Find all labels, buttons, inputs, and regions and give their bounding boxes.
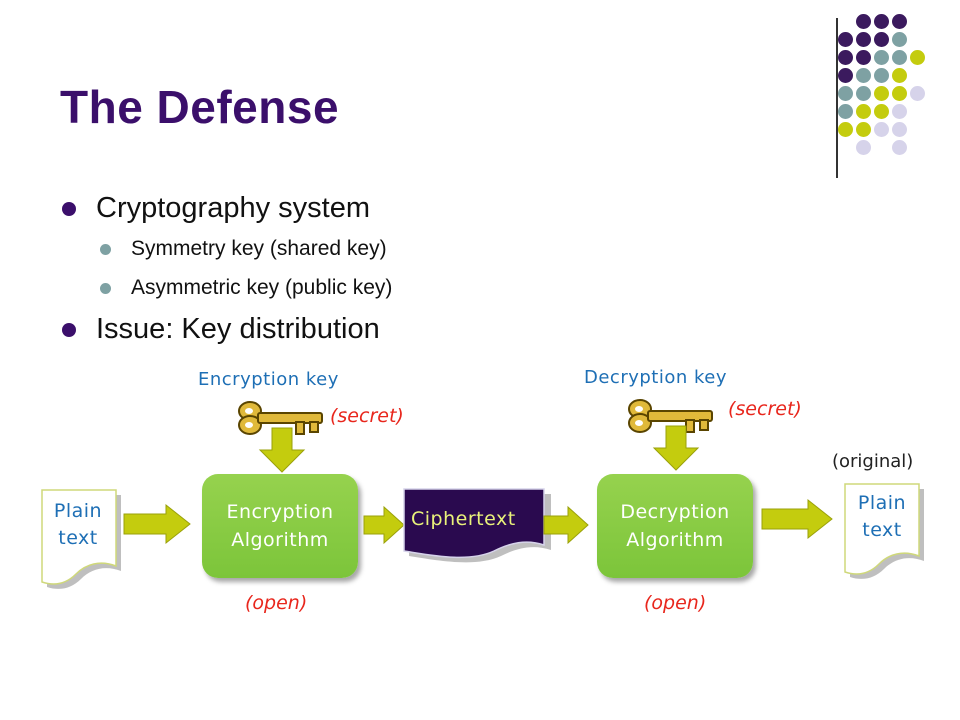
plaintext-output-line: text — [862, 519, 902, 541]
key-icon — [628, 399, 713, 433]
slide-title: The Defense — [60, 81, 340, 133]
right-arrow-icon — [363, 505, 405, 545]
decorative-dot — [892, 50, 907, 65]
decorative-dot — [838, 104, 853, 119]
decorative-dot — [856, 50, 871, 65]
decorative-dot — [874, 68, 889, 83]
bullet-dot — [62, 322, 76, 337]
decorative-dot — [892, 104, 907, 119]
sub-bullet-text: Symmetry key (shared key) — [131, 237, 387, 260]
decorative-dot — [838, 86, 853, 101]
right-arrow-icon — [123, 503, 191, 545]
sub-bullet-dot — [100, 282, 111, 294]
decorative-dot — [856, 104, 871, 119]
decorative-dot — [856, 140, 871, 155]
plaintext-input-line: text — [58, 527, 98, 549]
bullet-text: Issue: Key distribution — [96, 313, 380, 345]
bullet-dot — [62, 201, 76, 216]
bullet-key-distribution: Issue: Key distribution — [62, 313, 380, 346]
decorative-dot — [856, 14, 871, 29]
encryption-algorithm-line: Encryption — [226, 501, 334, 523]
decorative-dot — [892, 14, 907, 29]
down-arrow-icon — [652, 425, 700, 471]
decorative-dot — [910, 50, 925, 65]
decorative-dot — [874, 86, 889, 101]
down-arrow-icon — [258, 427, 306, 473]
right-arrow-icon — [761, 498, 833, 540]
plaintext-input: Plain text — [40, 498, 116, 552]
sub-bullet-asymmetric-key: Asymmetric key (public key) — [100, 276, 392, 300]
decorative-dot — [874, 122, 889, 137]
decorative-dot — [892, 140, 907, 155]
bullet-cryptography-system: Cryptography system — [62, 192, 370, 225]
ciphertext-label: Ciphertext — [411, 508, 516, 530]
secret-label-encryption: (secret) — [330, 405, 404, 427]
ciphertext-document — [403, 488, 551, 563]
right-arrow-icon — [543, 505, 589, 545]
sub-bullet-text: Asymmetric key (public key) — [131, 276, 393, 299]
decorative-dot — [892, 68, 907, 83]
plaintext-output: Plain text — [843, 490, 921, 544]
decorative-divider-line — [836, 18, 838, 178]
decorative-dot — [874, 14, 889, 29]
encryption-key-label: Encryption key — [198, 369, 339, 390]
document-icon — [844, 483, 924, 579]
decryption-algorithm-line: Algorithm — [626, 529, 724, 551]
sub-bullet-symmetry-key: Symmetry key (shared key) — [100, 237, 387, 261]
key-icon — [238, 401, 323, 435]
decorative-dot — [838, 32, 853, 47]
plaintext-input-line: Plain — [53, 500, 103, 522]
decorative-dot — [892, 122, 907, 137]
decorative-dot — [838, 68, 853, 83]
decryption-algorithm-line: Decryption — [620, 501, 730, 523]
decorative-dot — [856, 32, 871, 47]
decorative-dot — [874, 32, 889, 47]
open-label-encryption: (open) — [245, 592, 308, 614]
plaintext-output-line: Plain — [857, 492, 907, 514]
open-label-decryption: (open) — [644, 592, 707, 614]
secret-label-decryption: (secret) — [728, 398, 802, 420]
decorative-dot — [838, 50, 853, 65]
encryption-algorithm-box: Encryption Algorithm — [202, 474, 358, 578]
sub-bullet-dot — [100, 243, 111, 255]
bullet-text: Cryptography system — [96, 192, 370, 224]
decryption-key-label: Decryption key — [584, 367, 728, 388]
original-label: (original) — [832, 451, 914, 472]
decorative-dot — [856, 122, 871, 137]
decorative-dot — [856, 68, 871, 83]
document-icon — [41, 489, 121, 589]
decorative-dot — [838, 122, 853, 137]
decorative-dot — [892, 32, 907, 47]
encryption-algorithm-line: Algorithm — [231, 529, 329, 551]
decryption-algorithm-box: Decryption Algorithm — [597, 474, 753, 578]
decorative-dot — [874, 50, 889, 65]
decorative-dot — [910, 86, 925, 101]
decorative-dot — [892, 86, 907, 101]
decorative-dot — [856, 86, 871, 101]
decorative-dot — [874, 104, 889, 119]
